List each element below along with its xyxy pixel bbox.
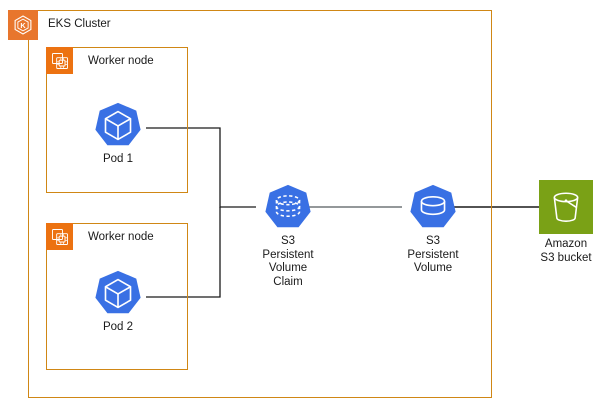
svg-text:K: K: [20, 21, 26, 30]
worker-node-1-container: [46, 47, 188, 193]
pod-1-node: Pod 1: [89, 100, 147, 167]
s3-persistent-volume-claim-label: S3 Persistent Volume Claim: [262, 235, 314, 288]
worker-node-cpu-icon: [46, 223, 73, 250]
persistent-volume-claim-icon: [265, 184, 311, 228]
pod-2-label: Pod 2: [102, 321, 134, 333]
pod-1-label: Pod 1: [102, 153, 134, 165]
eks-cluster-container: [28, 10, 492, 398]
s3-persistent-volume-label: S3 Persistent Volume: [407, 235, 459, 274]
kubernetes-pod-icon: [95, 270, 141, 314]
kubernetes-pod-icon: [95, 102, 141, 146]
s3-bucket-icon: [539, 180, 593, 234]
amazon-s3-bucket-node: Amazon S3 bucket: [535, 180, 597, 265]
eks-cluster-icon: K: [8, 10, 38, 40]
worker-node-2-container: [46, 223, 188, 370]
amazon-s3-bucket-label: Amazon S3 bucket: [540, 238, 592, 264]
s3-persistent-volume-claim-node: S3 Persistent Volume Claim: [259, 182, 317, 289]
s3-persistent-volume-node: S3 Persistent Volume: [404, 182, 462, 276]
worker-node-1-label: Worker node: [88, 55, 154, 67]
worker-node-cpu-icon: [46, 47, 73, 74]
eks-cluster-label: EKS Cluster: [48, 18, 111, 30]
worker-node-2-label: Worker node: [88, 231, 154, 243]
pod-2-node: Pod 2: [89, 268, 147, 335]
persistent-volume-icon: [410, 184, 456, 228]
